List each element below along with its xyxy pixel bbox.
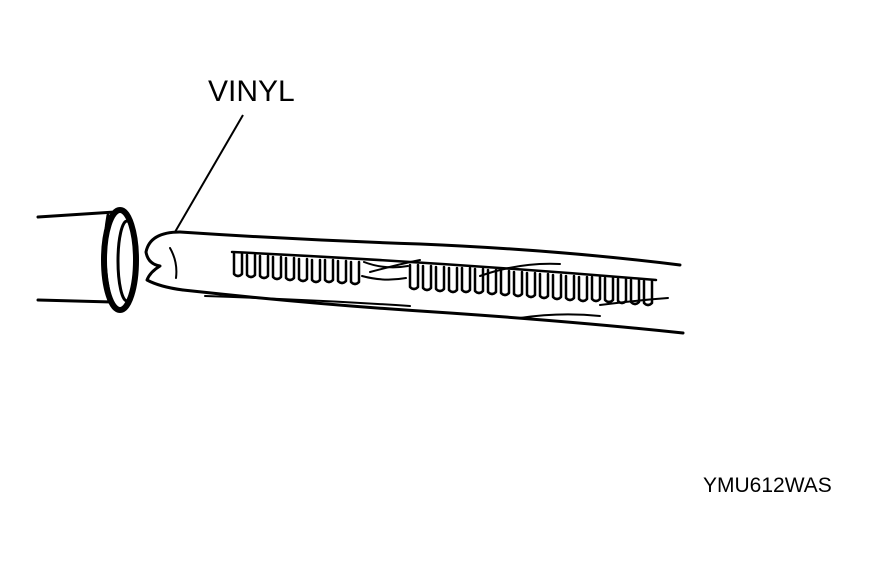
vinyl-crease-3 <box>519 313 601 319</box>
shaft-bottom-edge <box>36 298 114 304</box>
seal-ring-edge <box>103 213 114 307</box>
shaft <box>36 210 117 304</box>
spline-overlap-hatch <box>361 261 409 281</box>
vinyl-fold-mid <box>204 295 411 307</box>
vinyl-tip <box>144 230 185 292</box>
callout-label: VINYL <box>208 75 295 108</box>
seal-ring-inner <box>116 219 138 303</box>
vinyl-bottom-edge <box>181 288 685 335</box>
figure-code: YMU612WAS <box>703 474 832 497</box>
vinyl-crease-4 <box>599 297 669 306</box>
seal-ring <box>101 207 139 313</box>
shaft-top-edge <box>36 210 117 219</box>
vinyl-top-edge <box>178 230 682 267</box>
vinyl-fold-left <box>169 247 178 279</box>
spline-teeth <box>232 252 654 307</box>
spline-upper-rail <box>230 250 658 282</box>
vinyl-crease-1 <box>369 259 421 273</box>
vinyl-wrapped-spline <box>144 230 685 335</box>
callout-leader-line <box>174 114 244 233</box>
